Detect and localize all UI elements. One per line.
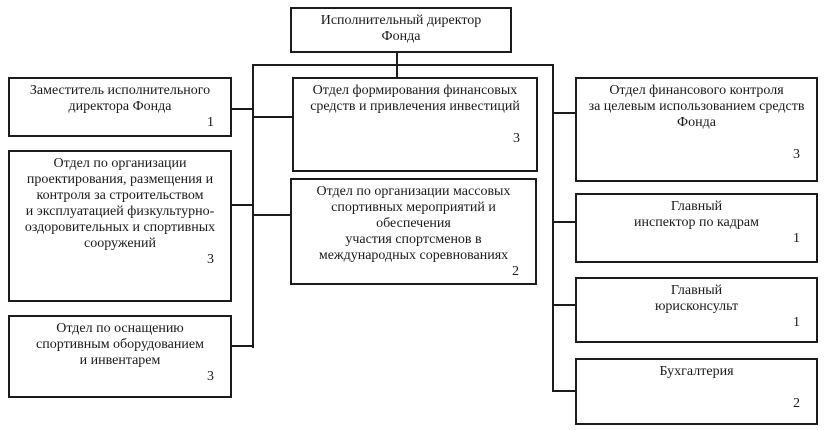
staff-count: 2 (512, 264, 519, 279)
staff-count: 1 (793, 231, 800, 246)
box-title: Отдел финансового контроля за целевым ис… (588, 83, 805, 130)
box-finance-formation-dept: Отдел формирования финансовых средств и … (292, 77, 538, 172)
connector-stub-legal-counsel (554, 304, 575, 306)
connector-top-drop (396, 53, 398, 79)
box-deputy-director: Заместитель исполнительного директора Фо… (8, 77, 232, 137)
box-title: Отдел по организации массовых спортивных… (316, 184, 511, 263)
box-financial-control-dept: Отдел финансового контроля за целевым ис… (575, 77, 818, 182)
box-title: Главный инспектор по кадрам (634, 199, 759, 230)
staff-count: 3 (513, 131, 520, 146)
connector-stub-hr-inspector (554, 221, 575, 223)
connector-stub-construction (232, 204, 252, 206)
box-title: Главный юрисконсульт (654, 283, 739, 314)
box-construction-dept: Отдел по организации проектирования, раз… (8, 150, 232, 302)
box-title: Отдел формирования финансовых средств и … (310, 83, 520, 114)
connector-horizontal-bar (252, 64, 554, 66)
connector-stub-accounting (554, 390, 575, 392)
staff-count: 3 (793, 147, 800, 162)
connector-stub-financial-control (554, 112, 575, 114)
staff-count: 3 (207, 252, 214, 267)
staff-count: 1 (793, 315, 800, 330)
box-accounting: Бухгалтерия 2 (575, 358, 818, 425)
box-executive-director: Исполнительный директор Фонда (290, 7, 512, 53)
connector-stub-deputy (232, 108, 252, 110)
connector-stub-equipment (232, 345, 252, 347)
connector-stub-sports-events (254, 214, 290, 216)
box-title: Заместитель исполнительного директора Фо… (29, 83, 211, 114)
box-title: Бухгалтерия (659, 364, 734, 379)
staff-count: 2 (793, 396, 800, 411)
box-legal-counsel: Главный юрисконсульт 1 (575, 277, 818, 343)
box-title: Отдел по оснащению спортивным оборудован… (36, 321, 204, 368)
box-title: Исполнительный директор Фонда (320, 13, 482, 44)
connector-right-spine (552, 64, 554, 392)
box-equipment-dept: Отдел по оснащению спортивным оборудован… (8, 315, 232, 398)
connector-left-spine (252, 64, 254, 348)
staff-count: 3 (207, 369, 214, 384)
connector-stub-finance-formation (254, 116, 292, 118)
staff-count: 1 (207, 115, 214, 130)
box-title: Отдел по организации проектирования, раз… (24, 156, 216, 251)
box-hr-inspector: Главный инспектор по кадрам 1 (575, 193, 818, 263)
box-sports-events-dept: Отдел по организации массовых спортивных… (290, 178, 537, 285)
